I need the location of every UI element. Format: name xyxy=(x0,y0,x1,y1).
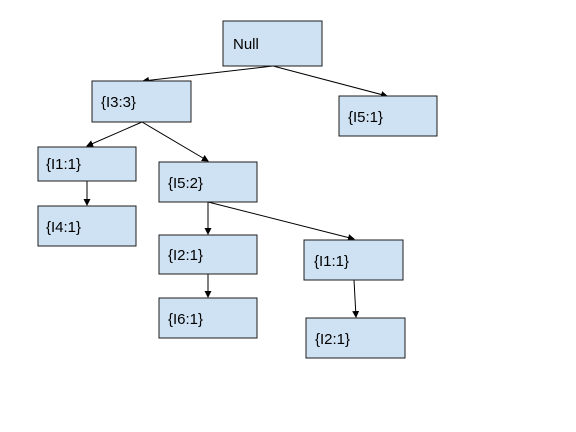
node-label: {I5:2} xyxy=(168,175,203,192)
node-label: {I2:1} xyxy=(168,247,203,264)
node-i5b: {I5:2} xyxy=(158,161,258,203)
node-i3: {I3:3} xyxy=(91,80,192,123)
node-label: {I6:1} xyxy=(168,311,203,328)
node-i6: {I6:1} xyxy=(158,297,258,339)
node-i2b: {I2:1} xyxy=(305,317,406,359)
node-label: {I4:1} xyxy=(46,219,81,236)
edge-i3-to-i1a xyxy=(86,121,143,147)
node-i5a: {I5:1} xyxy=(338,95,438,137)
node-label: {I2:1} xyxy=(315,331,350,348)
node-i1a: {I1:1} xyxy=(37,146,137,182)
node-root: Null xyxy=(222,20,323,67)
edge-i1b-to-i2b xyxy=(352,279,360,318)
node-i2a: {I2:1} xyxy=(158,234,258,275)
node-label: {I1:1} xyxy=(46,156,81,173)
edge-root-to-i3 xyxy=(142,65,274,84)
node-label: {I5:1} xyxy=(348,109,383,126)
node-i1b: {I1:1} xyxy=(303,239,404,281)
edges xyxy=(83,65,388,318)
node-label: {I1:1} xyxy=(314,253,349,270)
node-label: Null xyxy=(233,36,259,53)
edge-i3-to-i5b xyxy=(141,121,209,162)
node-label: {I3:3} xyxy=(101,94,136,111)
node-i4: {I4:1} xyxy=(37,205,137,247)
edge-root-to-i5a xyxy=(272,65,388,98)
edge-i5b-to-i1b xyxy=(207,201,355,241)
